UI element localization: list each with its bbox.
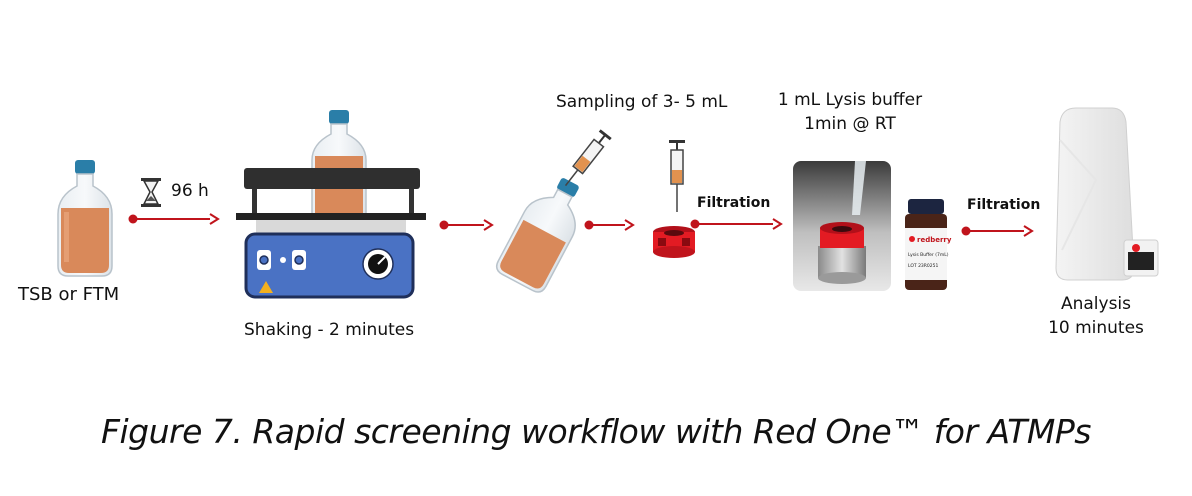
analysis-line-2: 10 minutes (1048, 318, 1144, 338)
filter-cup-icon (653, 140, 695, 258)
filtration-label-1: Filtration (697, 195, 771, 211)
filtration-label-2: Filtration (967, 197, 1041, 213)
lysis-line-2: 1min @ RT (804, 114, 896, 134)
arrow-icon (961, 225, 1034, 237)
arrow-icon (439, 219, 494, 231)
arrow-icon (690, 218, 783, 230)
arrow-icon (128, 213, 220, 225)
syringe-icon (495, 129, 612, 293)
media-label: TSB or FTM (18, 284, 120, 305)
incubation-label: 96 h (171, 181, 209, 201)
lysis-photo (793, 161, 891, 291)
shaker-icon (236, 110, 426, 299)
bottle-icon (57, 160, 113, 277)
vial-lot: LOT 23R0251 (908, 263, 939, 269)
vial-product: Lysis Buffer (7mL) (908, 252, 949, 258)
shaking-label: Shaking - 2 minutes (244, 320, 415, 340)
vial-brand: redberry (917, 236, 952, 244)
analysis-line-1: Analysis (1060, 294, 1132, 314)
hourglass-icon (141, 178, 161, 207)
sampling-label: Sampling of 3- 5 mL (556, 92, 728, 112)
analyzer-icon (1055, 107, 1159, 281)
arrow-icon (584, 219, 635, 231)
lysis-line-1: 1 mL Lysis buffer (777, 90, 923, 110)
figure-caption: Figure 7. Rapid screening workflow with … (101, 412, 1091, 451)
reagent-vial-icon: redberry Lysis Buffer (7mL) LOT 23R0251 (905, 199, 952, 290)
